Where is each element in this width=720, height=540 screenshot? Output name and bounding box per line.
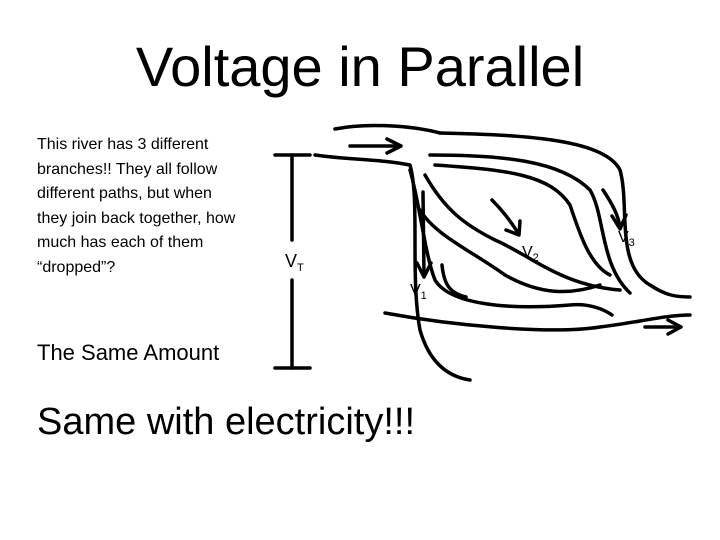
branch-3-inner-bank bbox=[430, 155, 630, 293]
answer-text: The Same Amount bbox=[37, 339, 219, 367]
river-diagram: VT V1 V2 V3 bbox=[270, 115, 700, 385]
branch-1-voltage-label: V1 bbox=[410, 282, 427, 302]
conclusion-text: Same with electricity!!! bbox=[37, 396, 415, 448]
branch-1-inner-bank bbox=[410, 170, 612, 315]
total-voltage-label: VT bbox=[285, 251, 304, 274]
slide-title: Voltage in Parallel bbox=[0, 32, 720, 102]
branch-2-voltage-label: V2 bbox=[522, 244, 539, 264]
river-description: This river has 3 different branches!! Th… bbox=[37, 133, 237, 280]
river-inlet-lower-bank bbox=[315, 155, 470, 380]
river-top-bank bbox=[335, 126, 440, 133]
